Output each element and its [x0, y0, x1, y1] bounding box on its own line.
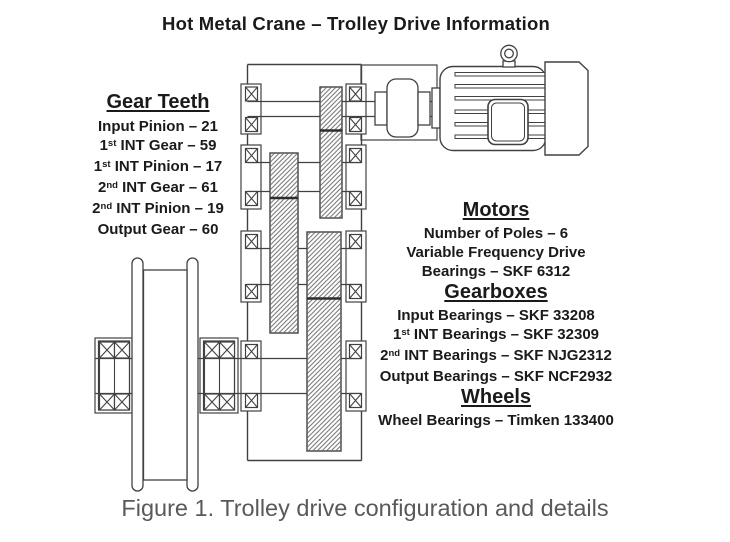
spec-line: Wheel Bearings – Timken 133400 [378, 412, 614, 429]
figure-caption: Figure 1. Trolley drive configuration an… [121, 495, 609, 521]
trolley-wheel [131, 257, 199, 492]
spec-line: 1st INT Gear – 59 [99, 137, 217, 154]
wheel-flange-left [131, 257, 144, 492]
second-int-pinion-and-output-gear [306, 231, 342, 452]
spec-line: Variable Frequency Drive [406, 244, 586, 261]
spec-line: Number of Poles – 6 [423, 225, 569, 242]
spec-line: 2nd INT Pinion – 19 [92, 200, 224, 217]
motor-terminal-box-inner [491, 102, 525, 142]
spec-line: Input Pinion – 21 [97, 118, 218, 135]
spec-line: Output Bearings – SKF NCF2932 [379, 368, 613, 385]
bearing-symbols [98, 86, 363, 411]
second-int-shaft [247, 247, 361, 286]
figure-title: Hot Metal Crane – Trolley Drive Informat… [162, 13, 550, 34]
first-int-pinion-and-second-int-gear [269, 152, 299, 334]
gear-teeth-block: Gear Teeth Input Pinion – 21 1st INT Gear… [38, 91, 278, 239]
coupling-barrel [386, 78, 419, 138]
spec-line: Bearings – SKF 6312 [421, 263, 571, 280]
coupling-hub-right [417, 91, 431, 126]
gears [269, 86, 343, 452]
motor [439, 44, 589, 156]
motor-terminal-box [487, 98, 529, 146]
gear-teeth-heading: Gear Teeth [106, 91, 210, 113]
lifting-eye-icon [500, 44, 518, 68]
spec-line: 1st INT Bearings – SKF 32309 [392, 326, 600, 343]
wheel-tread [142, 269, 188, 481]
section-heading: Motors [462, 199, 530, 221]
gearbox-housing [246, 63, 363, 462]
wheel-flange-right [186, 257, 199, 492]
spec-line: Output Gear – 60 [97, 221, 219, 238]
spec-line: 2nd INT Bearings – SKF NJG2312 [380, 347, 612, 364]
input-pinion-and-first-int-gear [319, 86, 343, 219]
motor-flange [431, 87, 441, 129]
spec-line: Input Bearings – SKF 33208 [397, 307, 595, 324]
spec-line: 2nd INT Gear – 61 [97, 179, 218, 196]
section-heading: Gearboxes [444, 281, 548, 303]
motor-end-block [544, 61, 589, 156]
spec-line: 1st INT Pinion – 17 [93, 158, 223, 175]
coupling-hub-left [374, 91, 388, 126]
gear-teeth-list: Input Pinion – 21 1st INT Gear – 59 1st IN… [38, 117, 278, 239]
section-heading: Wheels [460, 386, 532, 408]
